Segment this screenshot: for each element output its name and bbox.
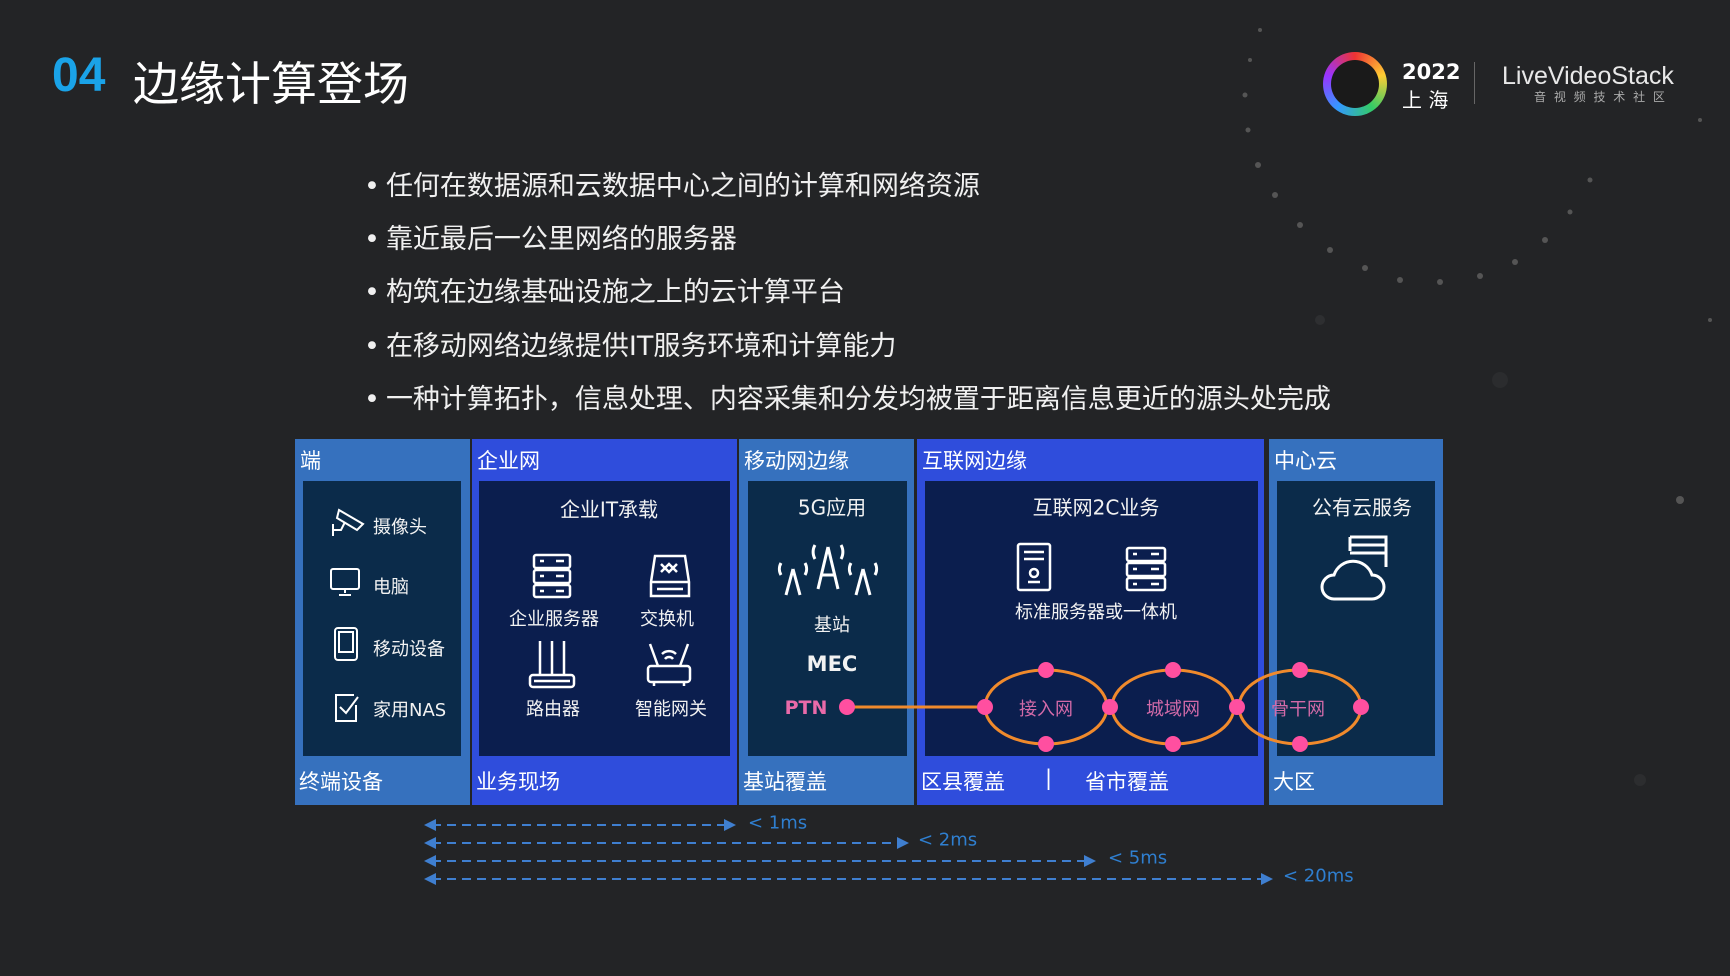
column-footer-separator: | xyxy=(1045,766,1053,790)
column-footer: 终端设备 xyxy=(299,770,383,794)
page-title: 边缘计算登场 xyxy=(133,57,409,111)
column-header: 端 xyxy=(300,449,321,473)
camera-icon xyxy=(332,508,365,536)
column-header: 互联网边缘 xyxy=(922,449,1027,473)
mec-label: MEC xyxy=(806,652,858,676)
column-footer-left: 区县覆盖 xyxy=(921,770,1005,794)
ring-label: 城域网 xyxy=(1146,699,1200,720)
tower-server-icon xyxy=(1016,542,1052,592)
section-number: 04 xyxy=(52,49,106,102)
enterprise-item: 交换机 xyxy=(640,609,694,630)
decorative-dot-pattern xyxy=(1242,28,1712,786)
brand-subtitle: 音 视 频 技 术 社 区 xyxy=(1534,90,1667,104)
enterprise-item: 路由器 xyxy=(526,699,580,720)
latency-label: < 2ms xyxy=(918,829,978,851)
brand-name: LiveVideoStack xyxy=(1502,62,1674,90)
column-header: 企业网 xyxy=(477,449,540,473)
column-footer: 业务现场 xyxy=(476,770,560,794)
column-footer: 大区 xyxy=(1273,770,1315,794)
terminal-item: 电脑 xyxy=(373,577,409,598)
column-footer-right: 省市覆盖 xyxy=(1085,770,1169,794)
base-station-icon xyxy=(777,544,879,596)
terminal-item: 摄像头 xyxy=(373,517,427,538)
column-header: 移动网边缘 xyxy=(744,449,849,473)
panel-title: 公有云服务 xyxy=(1312,495,1412,520)
bullet-item: 任何在数据源和云数据中心之间的计算和网络资源 xyxy=(364,164,980,203)
logo-divider xyxy=(1474,62,1475,104)
enterprise-panel xyxy=(479,481,730,756)
bullet-item: 构筑在边缘基础设施之上的云计算平台 xyxy=(364,270,845,309)
bullet-item: 靠近最后一公里网络的服务器 xyxy=(364,217,737,256)
ptn-label: PTN xyxy=(784,697,828,719)
mobile-device-icon xyxy=(334,627,358,661)
column-footer: 基站覆盖 xyxy=(743,770,827,794)
panel-title: 企业IT承载 xyxy=(559,497,659,522)
latency-label: < 1ms xyxy=(748,812,808,834)
panel-title: 5G应用 xyxy=(797,495,867,520)
ring-label: 接入网 xyxy=(1019,699,1073,720)
ring-label: 骨干网 xyxy=(1271,699,1325,720)
smart-gateway-icon xyxy=(646,643,692,686)
mobile-item: 基站 xyxy=(814,615,850,636)
switch-icon xyxy=(649,554,691,598)
bullet-item: 一种计算拓扑，信息处理、内容采集和分发均被置于距离信息更近的源头处完成 xyxy=(364,377,1331,416)
latency-label: < 20ms xyxy=(1283,865,1354,887)
bullet-item: 在移动网络边缘提供IT服务环境和计算能力 xyxy=(364,324,896,363)
nas-icon xyxy=(335,694,359,722)
event-city: 上 海 xyxy=(1402,88,1449,112)
latency-label: < 5ms xyxy=(1108,847,1168,869)
event-year: 2022 xyxy=(1402,60,1461,84)
internet-item: 标准服务器或一体机 xyxy=(1015,602,1177,623)
cloud-server-icon xyxy=(1320,535,1388,601)
livevideostackcon-logo xyxy=(1323,52,1387,116)
column-header: 中心云 xyxy=(1274,449,1337,473)
enterprise-item: 智能网关 xyxy=(635,699,707,720)
server-icon xyxy=(532,553,572,599)
panel-title: 互联网2C业务 xyxy=(1032,495,1160,520)
router-icon xyxy=(528,641,576,689)
terminal-item: 移动设备 xyxy=(373,639,445,660)
terminal-panel xyxy=(303,481,461,756)
computer-icon xyxy=(330,568,360,596)
enterprise-item: 企业服务器 xyxy=(509,609,599,630)
mobile-edge-panel xyxy=(748,481,907,756)
rack-server-icon xyxy=(1125,546,1167,592)
terminal-item: 家用NAS xyxy=(373,700,447,721)
network-nodes xyxy=(839,662,1369,752)
